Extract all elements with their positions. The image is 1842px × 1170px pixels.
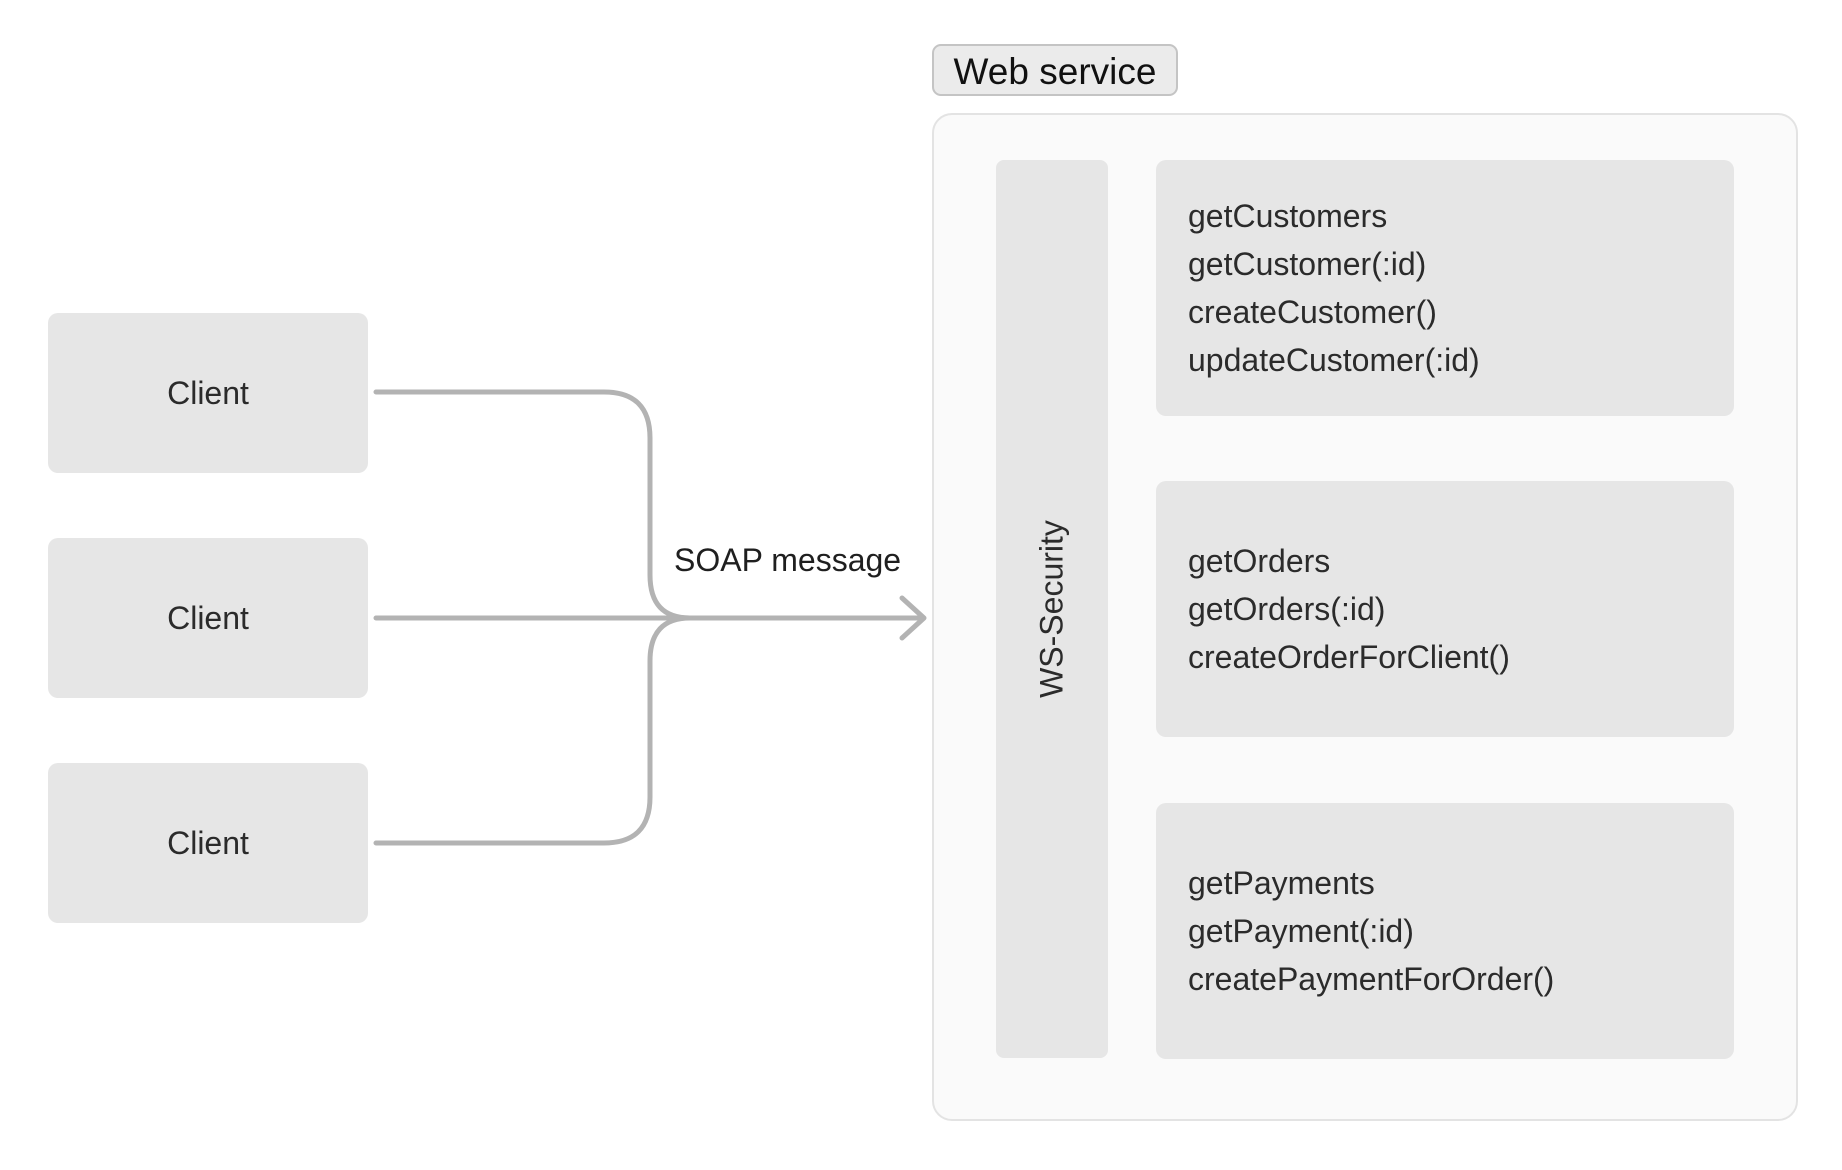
operation-item: getPayments xyxy=(1188,865,1375,901)
operation-group-payments: getPayments getPayment(:id) createPaymen… xyxy=(1156,803,1734,1059)
operation-item: getCustomers xyxy=(1188,198,1388,234)
operation-item: createPaymentForOrder() xyxy=(1188,961,1555,997)
operation-item: getCustomer(:id) xyxy=(1188,246,1427,282)
operation-group-customers: getCustomers getCustomer(:id) createCust… xyxy=(1156,160,1734,416)
operation-item: getOrders(:id) xyxy=(1188,591,1386,627)
client-label: Client xyxy=(167,824,249,861)
web-service-title: Web service xyxy=(932,44,1178,96)
operation-item: createCustomer() xyxy=(1188,294,1437,330)
operation-item: createOrderForClient() xyxy=(1188,639,1510,675)
arrowhead-icon xyxy=(899,595,927,641)
connector-label: SOAP message xyxy=(674,542,902,578)
operation-item: getOrders xyxy=(1188,543,1331,579)
client-node: Client xyxy=(48,313,368,473)
client-label: Client xyxy=(167,599,249,636)
operation-group-orders: getOrders getOrders(:id) createOrderForC… xyxy=(1156,481,1734,737)
web-service-title-text: Web service xyxy=(953,51,1157,92)
security-layer-label: WS-Security xyxy=(1033,520,1070,698)
client-label: Client xyxy=(167,374,249,411)
operation-item: getPayment(:id) xyxy=(1188,913,1414,949)
client-node: Client xyxy=(48,538,368,698)
client-node: Client xyxy=(48,763,368,923)
connector-bottom xyxy=(373,615,693,846)
connector-top xyxy=(373,389,693,621)
security-layer: WS-Security xyxy=(996,160,1108,1058)
operation-item: updateCustomer(:id) xyxy=(1188,342,1480,378)
